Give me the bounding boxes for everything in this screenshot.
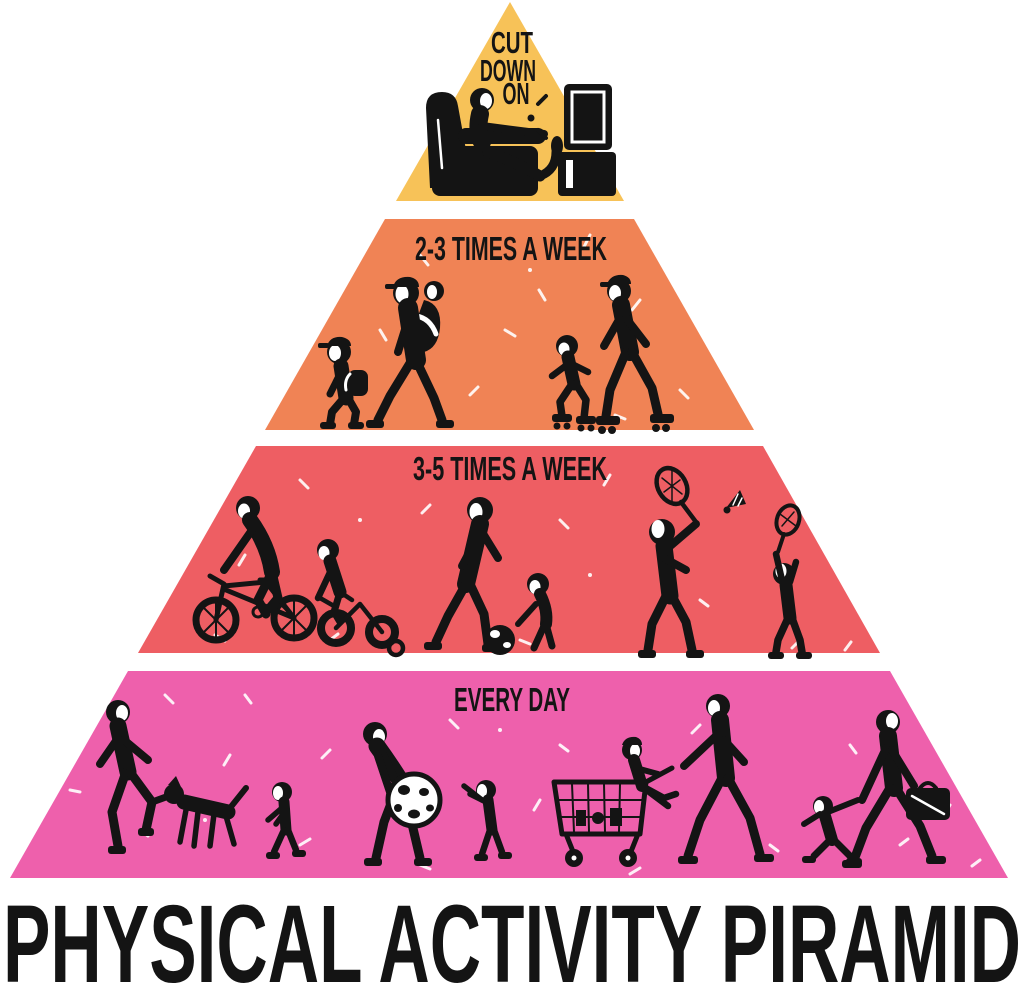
football-child-figure [515,573,556,652]
groceries-icon [576,808,622,826]
tier-every-day: EVERY DAY [10,671,1008,878]
tier-cut-down-on: CUT DOWN ON [396,2,624,201]
inline-skate-icon [596,414,674,434]
tier-2-3-times-a-week: 2-3 TIMES A WEEK [0,219,754,434]
shuttlecock-icon [723,490,746,514]
briefcase-icon [906,781,950,820]
toddler-figure [265,782,306,859]
football-icon [485,625,515,655]
badminton-adult-figure [638,465,704,658]
watching-tv-scene [426,84,616,196]
tv-watcher-figure [469,88,563,182]
cart-riding-child-figure [622,736,680,810]
adult-skater-figure [596,274,674,434]
tier-1-label-line-2: DOWN [480,53,536,88]
ball-play-scene [363,722,512,866]
tier-3-label: 3-5 TIMES A WEEK [413,450,607,487]
cart-pushing-adult-figure [678,694,774,864]
tv-sound-waves-icon [527,94,548,140]
shopping-scene [551,694,774,867]
football-scene [424,497,556,655]
tier-1-label-line-3: ON [503,76,530,111]
bicycle-icon [192,573,318,644]
tier-3-5-times-a-week: 3-5 TIMES A WEEK [138,446,880,659]
badminton-scene [638,465,812,659]
tv-icon [558,84,616,196]
briefcase-adult-figure [842,710,950,868]
badminton-child-figure [768,503,812,659]
dog-figure [151,776,249,849]
walking-adult-with-baby-figure [366,276,454,428]
running-toddler-figure [801,796,862,865]
poster-title: PHYSICAL ACTIVITY PIRAMID [3,883,1021,990]
tier-2-label: 2-3 TIMES A WEEK [415,230,607,267]
child-cyclist-figure [314,539,347,626]
roller-skate-icon [552,414,596,432]
shopping-cart-icon [551,765,675,867]
briefcase-walk-scene [801,710,950,868]
tier-4-label: EVERY DAY [454,681,570,718]
adult-cyclist-figure [220,496,283,619]
cycling-family-scene [192,496,406,658]
child-skater-figure [548,335,596,432]
jogger-figure [96,700,157,854]
big-ball-icon [385,771,443,829]
tier-4-band [10,671,1008,878]
tier-2-band [265,219,754,430]
walking-child-figure [318,336,368,429]
reaching-toddler-figure [461,780,512,861]
tier-1-label-line-1: CUT [491,25,533,60]
